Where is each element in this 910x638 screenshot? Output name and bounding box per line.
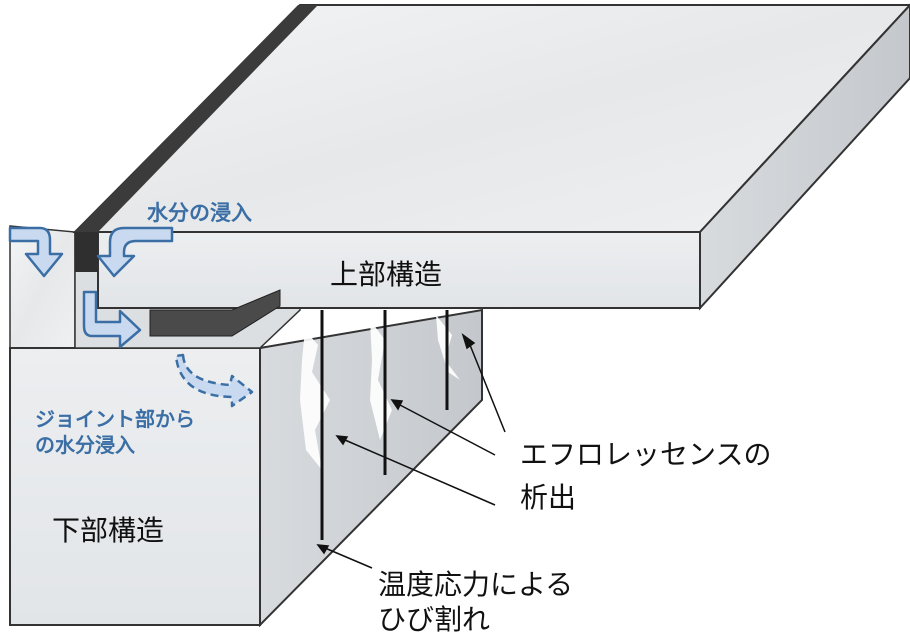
bearing-pad: [149, 289, 281, 337]
leader-lines: [316, 333, 506, 569]
expansion-joint: [75, 5, 318, 337]
water-arrow-down: [82, 290, 142, 349]
arrowhead: [335, 435, 349, 446]
water-arrow-curved: [174, 353, 254, 408]
superstructure-block: [72, 3, 910, 311]
leader-line: [399, 404, 496, 456]
leader-line: [344, 439, 496, 506]
leader-line: [469, 344, 506, 433]
arrowhead: [316, 544, 330, 555]
label-thermal-crack-line2: ひび割れ: [378, 603, 491, 636]
label-joint-ingress-line1: ジョイント部から: [35, 407, 195, 431]
arrowhead: [461, 333, 476, 350]
joint-strip-top: [75, 5, 318, 232]
water-arrows: [8, 226, 254, 408]
label-efflorescence-line1: エフロレッセンスの: [520, 438, 772, 471]
label-efflorescence-line2: 析出: [520, 481, 577, 514]
arrowhead: [390, 399, 404, 411]
water-arrow-right: [96, 226, 174, 278]
deck-side-face: [699, 3, 910, 311]
label-water-ingress: 水分の浸入: [147, 201, 252, 225]
joint-strip-front: [75, 232, 98, 272]
water-arrow-left: [8, 226, 64, 278]
label-joint-ingress-line2: の水分浸入: [35, 433, 135, 457]
label-substructure: 下部構造: [52, 514, 165, 547]
label-thermal-crack-line1: 温度応力による: [378, 568, 574, 601]
efflorescence-patch: [300, 330, 330, 470]
label-superstructure: 上部構造: [330, 258, 443, 291]
leader-line: [324, 547, 373, 569]
cracks: [300, 310, 460, 540]
